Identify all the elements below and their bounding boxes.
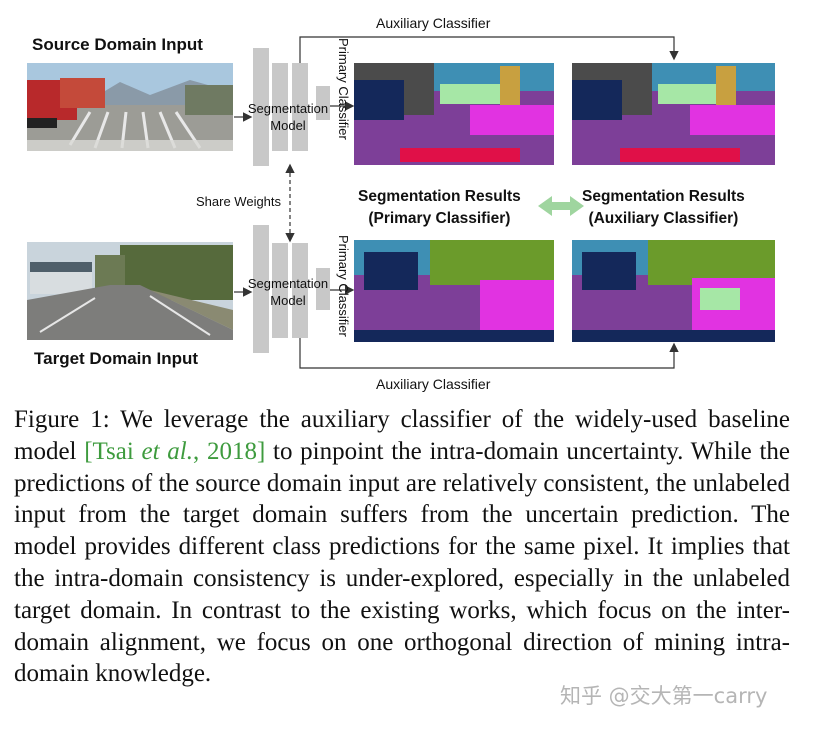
flow-arrows	[234, 36, 679, 369]
aux-classifier-label-top: Auxiliary Classifier	[376, 15, 491, 31]
cite-etal: et al.	[141, 437, 193, 465]
source-domain-title: Source Domain Input	[32, 35, 203, 54]
share-weights-label: Share Weights	[196, 194, 282, 209]
primary-classifier-label-top: Primary Classifier	[336, 38, 351, 140]
seg-model-bottom	[253, 225, 330, 353]
seg-result-target-primary	[354, 240, 554, 342]
seg-model-line2: Model	[270, 118, 306, 133]
source-image	[27, 63, 233, 151]
seg-result-source-aux	[572, 63, 775, 165]
primary-classifier-label-bottom: Primary Classifier	[336, 235, 351, 337]
target-domain-title: Target Domain Input	[34, 349, 199, 368]
aux-classifier-label-bottom: Auxiliary Classifier	[376, 376, 491, 392]
seg-result-source-primary	[354, 63, 554, 165]
figure-caption: Figure 1: We leverage the auxiliary clas…	[14, 404, 790, 690]
citation-link[interactable]: [Tsai et al., 2018]	[84, 437, 266, 465]
result-aux-line1: Segmentation Results	[582, 188, 745, 205]
result-aux-line2: (Auxiliary Classifier)	[588, 210, 739, 227]
result-primary-label: Segmentation Results (Primary Classifier…	[358, 186, 521, 230]
seg-model-line2: Model	[270, 293, 306, 308]
caption-suffix: to pinpoint the intra-domain uncertainty…	[14, 437, 790, 688]
seg-model-line1: Segmentation	[247, 101, 329, 116]
cite-year: , 2018	[193, 437, 257, 465]
seg-model-line1: Segmentation	[247, 276, 329, 291]
result-aux-label: Segmentation Results (Auxiliary Classifi…	[582, 186, 745, 230]
seg-model-label-bottom: Segmentation Model	[245, 275, 331, 309]
cite-author: Tsai	[92, 437, 142, 465]
figure-1: Source Domain Input Target Domain Input …	[27, 15, 775, 392]
caption-prefix: Figure 1: We leverage the auxiliary clas…	[14, 406, 790, 465]
watermark: 知乎 @交大第一carry	[560, 684, 768, 708]
figure-diagram	[27, 36, 775, 369]
seg-model-top	[253, 48, 330, 166]
result-primary-line1: Segmentation Results	[358, 188, 521, 205]
seg-result-target-aux	[572, 240, 775, 342]
comparison-arrow	[538, 196, 584, 216]
seg-model-label-top: Segmentation Model	[245, 100, 331, 134]
result-primary-line2: (Primary Classifier)	[368, 210, 511, 227]
target-image	[27, 242, 233, 340]
